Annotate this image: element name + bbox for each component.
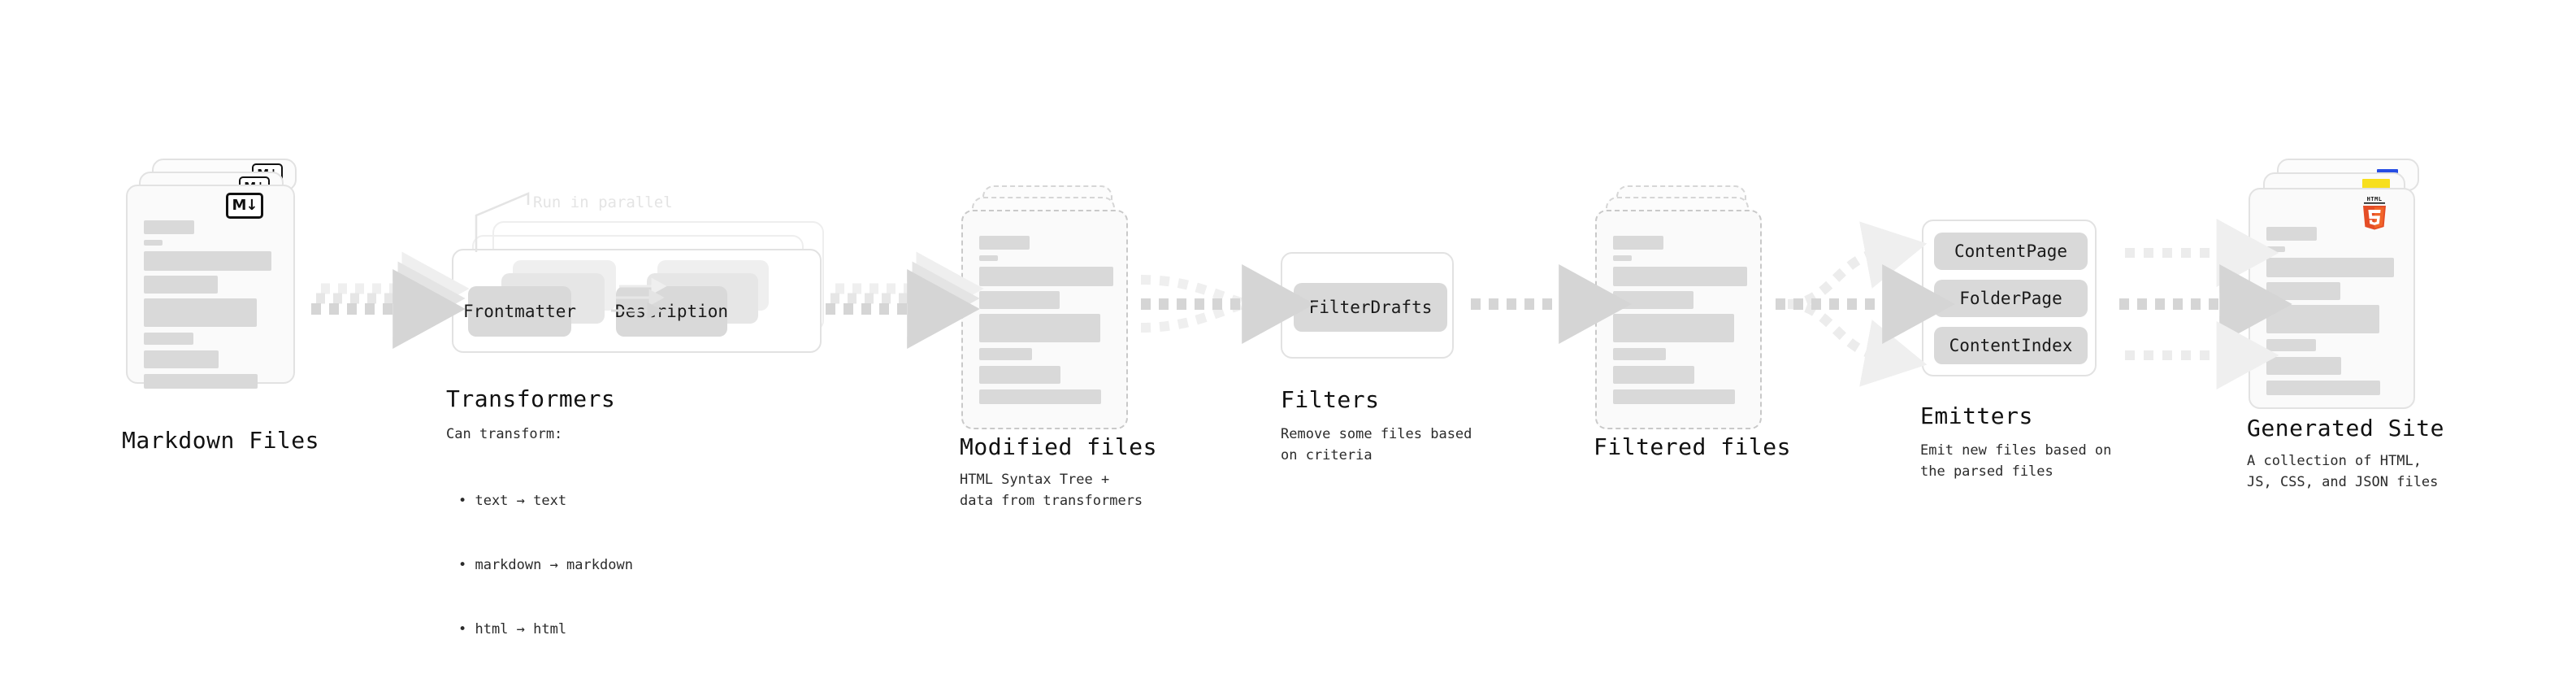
card-bar xyxy=(2266,258,2394,277)
card-bar xyxy=(2266,339,2316,351)
stage-filtered-files: Filtered files xyxy=(1594,185,1791,460)
stage-title-transformers: Transformers xyxy=(446,385,616,412)
card-bar xyxy=(1613,314,1734,342)
filter-chip-filterdrafts[interactable]: FilterDrafts xyxy=(1294,283,1447,332)
card-bar xyxy=(979,314,1100,342)
html5-icon: HTML xyxy=(2358,194,2391,230)
stage-title-markdown-files: Markdown Files xyxy=(122,427,320,454)
html5-icon-wordmark: HTML xyxy=(2367,196,2383,202)
html5-icon-svg: HTML xyxy=(2363,196,2386,230)
card-bar xyxy=(979,267,1113,286)
filtered-card-stack xyxy=(1595,185,1782,454)
card-bar xyxy=(144,350,219,368)
card-bar xyxy=(2266,246,2285,252)
stage-modified-files: Modified files HTML Syntax Tree + data f… xyxy=(960,185,1157,509)
card-bar xyxy=(979,366,1060,384)
transformers-bullet-list: • text → text • markdown → markdown • ht… xyxy=(458,447,633,683)
arrow-filtered-to-emitters xyxy=(1776,221,1955,387)
card-bar xyxy=(144,374,258,389)
list-item: • text → text xyxy=(458,492,567,509)
stage-title-filtered-files: Filtered files xyxy=(1594,433,1792,460)
card-bar xyxy=(1613,366,1694,384)
filters-box: FilterDrafts xyxy=(1281,252,1454,359)
stage-desc-emitters: Emit new files based on the parsed files xyxy=(1920,442,2112,480)
card-bar xyxy=(1613,236,1663,250)
run-in-parallel-label: Run in parallel xyxy=(533,194,673,211)
card-bar xyxy=(2266,357,2341,375)
card-bar xyxy=(2266,227,2317,241)
card-bar xyxy=(144,240,163,246)
card-bar xyxy=(1613,291,1693,309)
card-bar xyxy=(979,255,998,261)
modified-card-front xyxy=(961,210,1128,429)
card-bar xyxy=(2266,381,2380,395)
list-item: • markdown → markdown xyxy=(458,556,633,573)
stage-title-generated-site: Generated Site xyxy=(2247,415,2445,442)
stage-title-emitters: Emitters xyxy=(1920,402,2033,429)
card-bar xyxy=(979,291,1060,309)
markdown-card-stack: M↓ M↓ M↓ xyxy=(126,159,313,427)
stage-title-filters: Filters xyxy=(1281,386,1380,413)
emitter-chip-contentpage[interactable]: ContentPage xyxy=(1934,233,2088,270)
card-bar xyxy=(1613,255,1632,261)
card-bar xyxy=(144,220,194,234)
stage-desc-generated-site: A collection of HTML, JS, CSS, and JSON … xyxy=(2247,453,2439,490)
stage-desc-filters: Remove some files based on criteria xyxy=(1281,426,1472,463)
emitter-chip-contentindex[interactable]: ContentIndex xyxy=(1934,327,2088,364)
list-item: • html → html xyxy=(458,620,567,637)
stage-desc-transformers: Can transform: xyxy=(446,426,563,442)
card-bar xyxy=(979,389,1101,404)
markdown-card-front: M↓ xyxy=(126,185,295,389)
card-bar xyxy=(1613,389,1735,404)
stage-title-modified-files: Modified files xyxy=(960,433,1158,460)
transformer-chip-description[interactable]: Description xyxy=(615,286,728,337)
card-bar xyxy=(2266,305,2379,333)
markdown-icon: M↓ xyxy=(226,193,263,219)
emitters-box: ContentPage FolderPage ContentIndex xyxy=(1922,220,2097,376)
stage-desc-modified-files: HTML Syntax Tree + data from transformer… xyxy=(960,472,1143,509)
generated-card-stack: HTML xyxy=(2249,159,2444,427)
card-bar xyxy=(979,348,1032,360)
stage-markdown-files: M↓ M↓ M↓ Markdown Files xyxy=(122,159,319,454)
arrow-modified-to-filters xyxy=(1140,264,1315,344)
css-icon xyxy=(2377,169,2398,174)
filtered-card-front xyxy=(1595,210,1762,429)
arrow-transformers-to-modified xyxy=(826,251,984,349)
modified-card-stack xyxy=(961,185,1148,454)
arrow-markdown-to-transformers xyxy=(311,251,470,349)
card-bar xyxy=(144,298,257,327)
card-bar xyxy=(979,236,1030,250)
card-bar xyxy=(2266,282,2340,300)
transformer-chip-frontmatter[interactable]: Frontmatter xyxy=(463,286,576,337)
arrow-emitters-to-generated xyxy=(2119,219,2292,389)
card-bar xyxy=(144,276,218,294)
card-bar xyxy=(1613,348,1666,360)
generated-card-front: HTML xyxy=(2249,188,2415,409)
card-bar xyxy=(144,333,193,345)
card-bar xyxy=(144,251,271,271)
stage-generated-site: HTML Generated Site A collection of xyxy=(2247,159,2444,490)
card-bar xyxy=(1613,267,1747,286)
emitter-chip-folderpage[interactable]: FolderPage xyxy=(1934,280,2088,317)
